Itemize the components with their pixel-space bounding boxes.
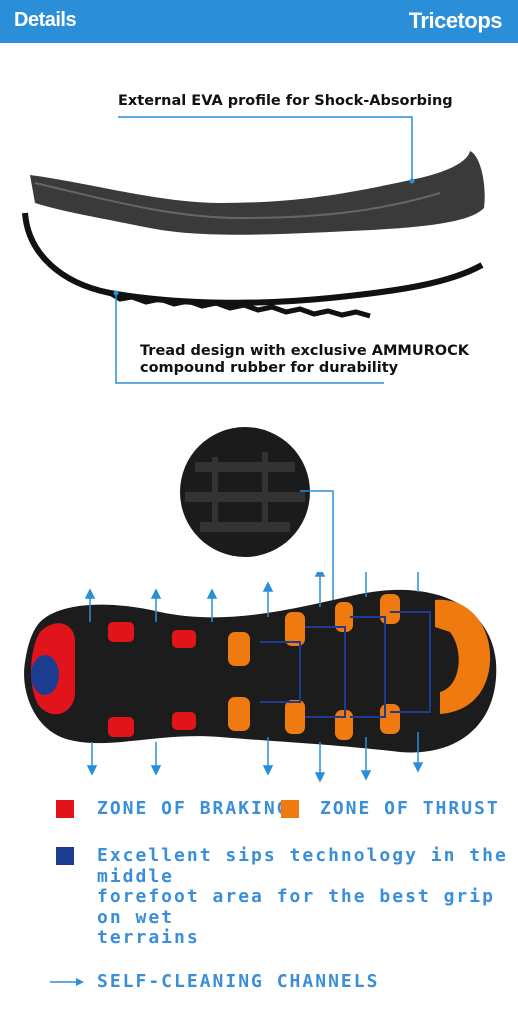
- tread-label-line1: Tread design with exclusive AMMUROCK: [140, 343, 469, 359]
- channels-label: SELF-CLEANING CHANNELS: [97, 971, 380, 992]
- thrust-swatch: [281, 800, 299, 818]
- sips-line1: Excellent sips technology in the middle: [97, 845, 508, 887]
- sole-layers-illustration: [22, 116, 485, 384]
- braking-swatch: [56, 800, 74, 818]
- details-title: Details: [14, 9, 77, 31]
- outsole-bottom-view: [24, 572, 497, 782]
- sips-line2: forefoot area for the best grip on wet: [97, 886, 495, 928]
- braking-label: ZONE OF BRAKING: [97, 798, 290, 819]
- thrust-label: ZONE OF THRUST: [320, 798, 500, 819]
- arrow-right-icon: [50, 978, 84, 986]
- eva-profile-label: External EVA profile for Shock-Absorbing: [118, 93, 453, 109]
- sips-swatch: [56, 847, 74, 865]
- sips-line3: terrains: [97, 927, 200, 948]
- header-bar: Details Tricetops: [0, 0, 518, 43]
- tread-closeup-circle: [180, 427, 310, 557]
- tread-label-line2: compound rubber for durability: [140, 360, 399, 376]
- brand-logo: Tricetops: [408, 8, 503, 33]
